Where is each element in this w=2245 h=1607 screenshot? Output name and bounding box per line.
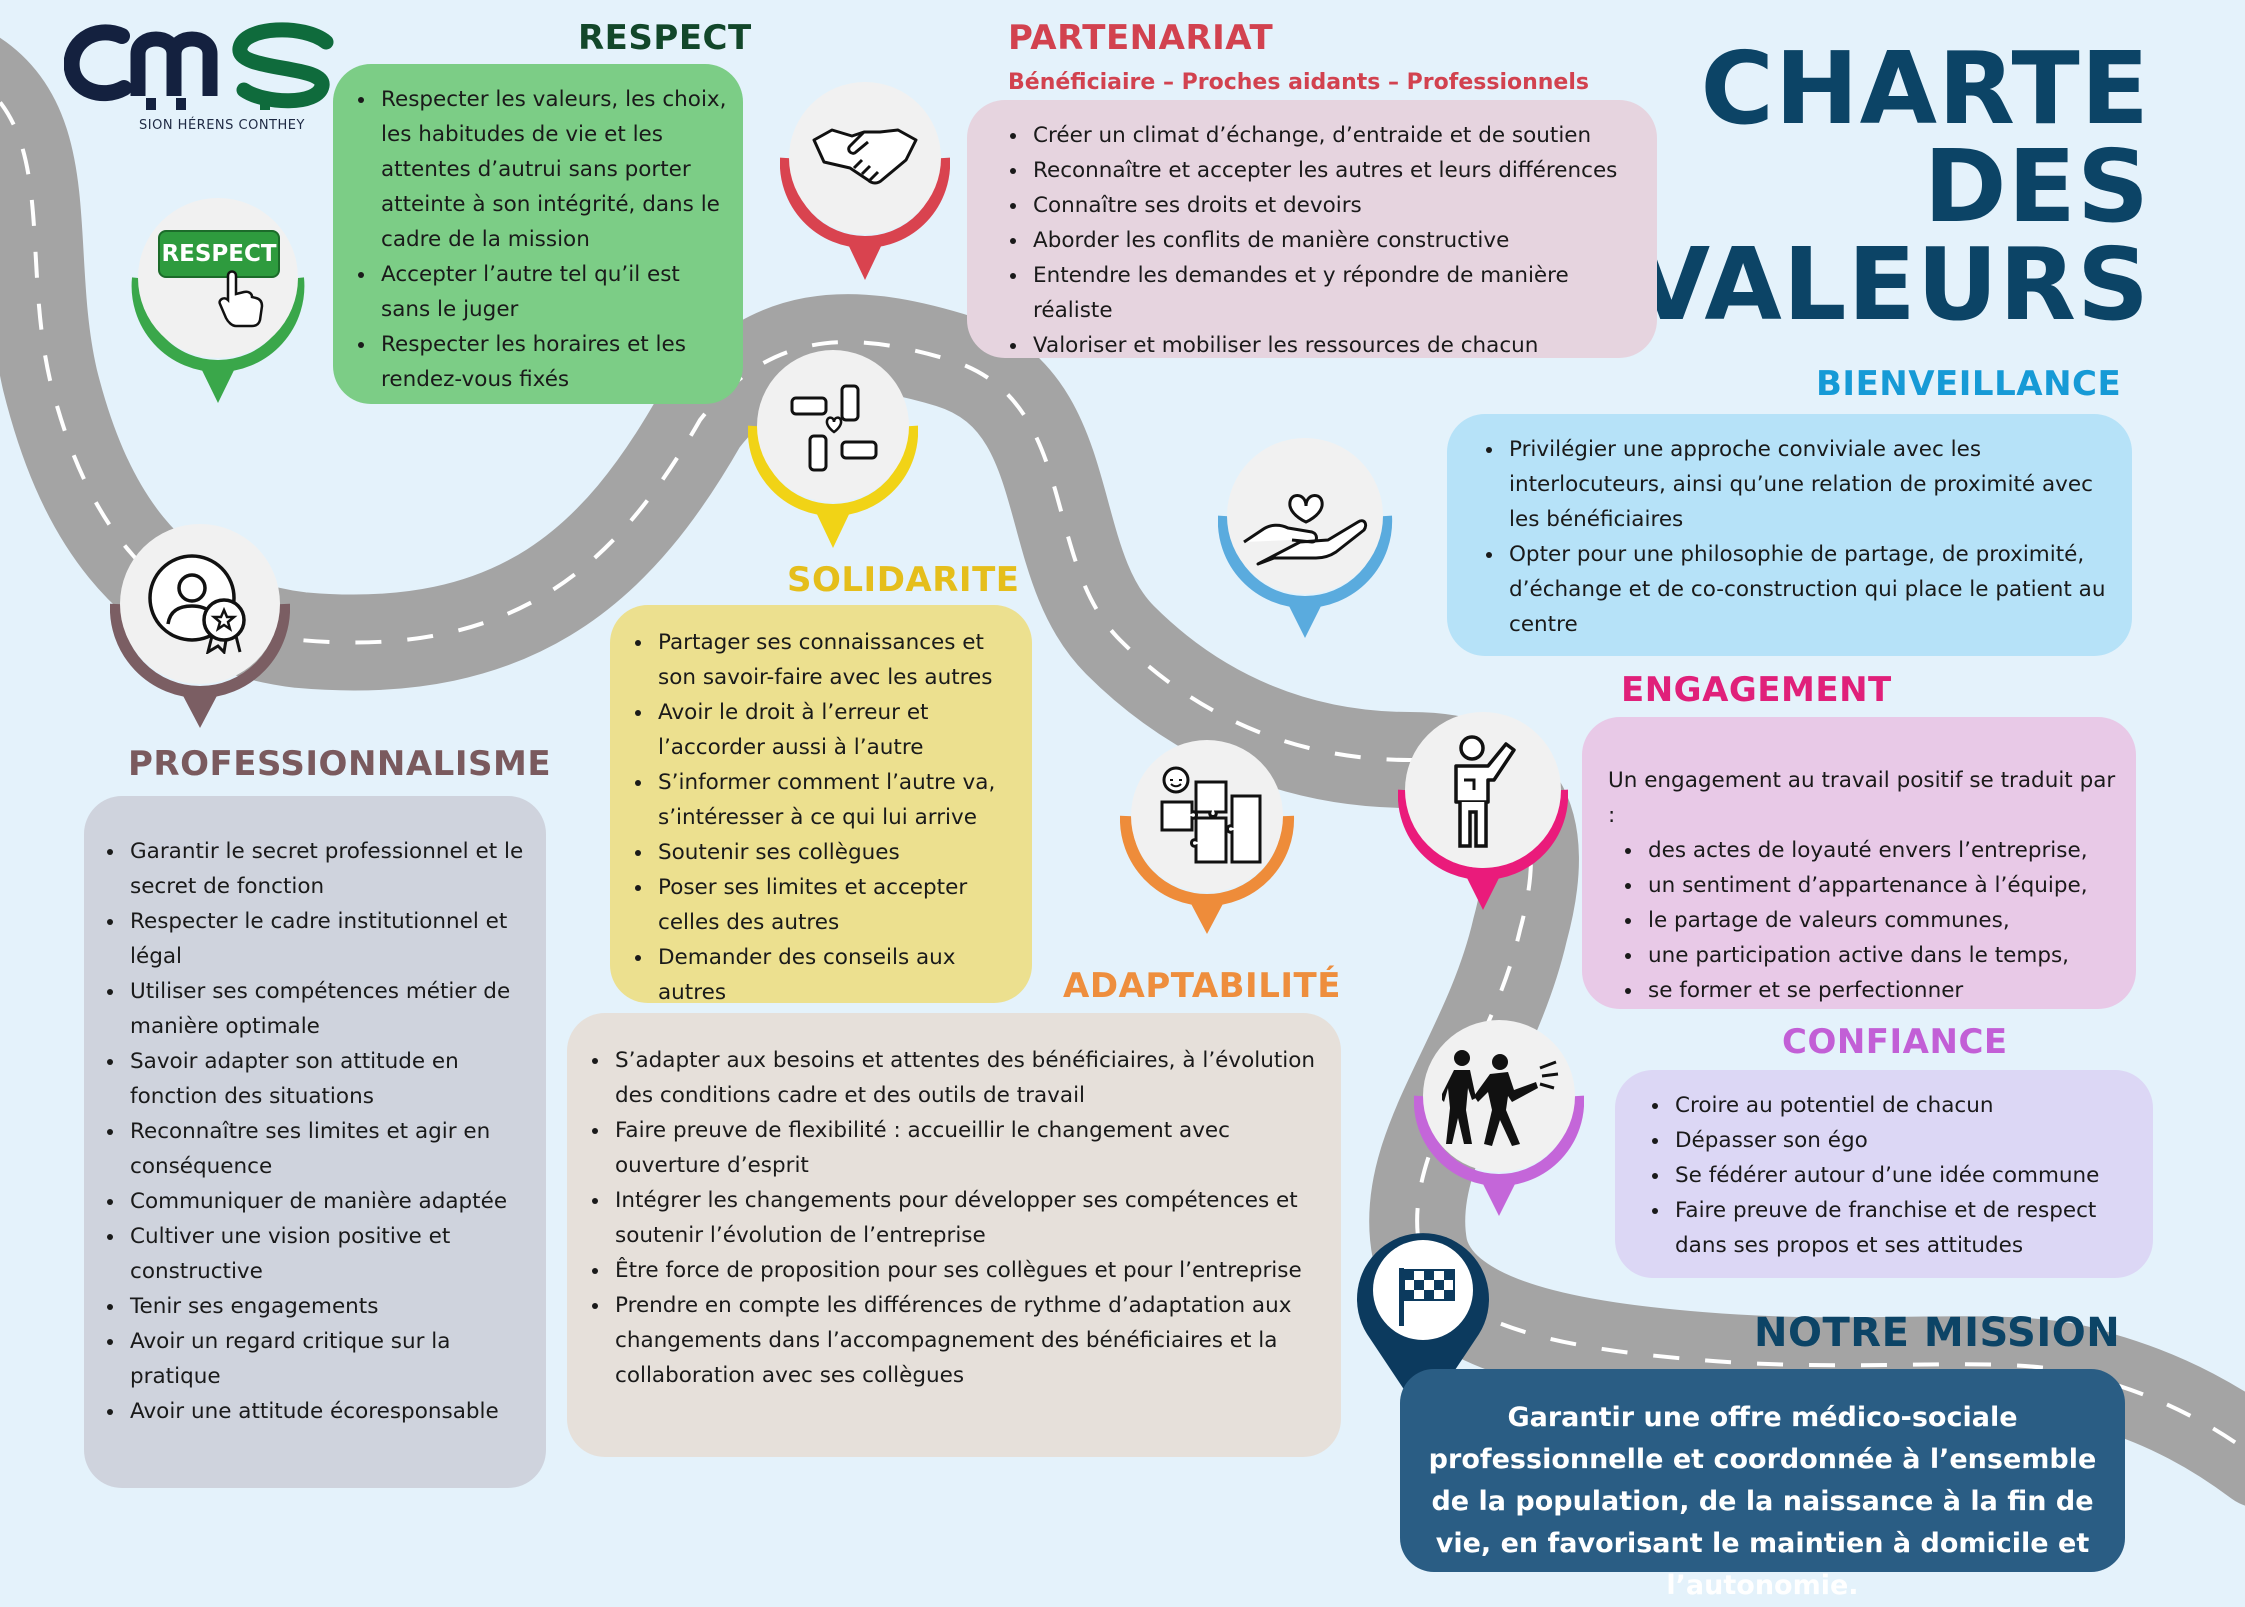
confiance-pin [1413, 1020, 1585, 1218]
solidarite-item: S’informer comment l’autre va, s’intéres… [654, 765, 1022, 835]
handshake-icon [812, 128, 918, 185]
professionnalisme-item: Avoir un regard critique sur la pratique [126, 1324, 532, 1394]
confiance-item: Croire au potentiel de chacun [1671, 1088, 2151, 1123]
professionnalisme-list: Garantir le secret professionnel et le s… [90, 834, 532, 1429]
partenariat-item: Connaître ses droits et devoirs [1029, 188, 1647, 223]
title-line-1: CHARTE [1700, 30, 2150, 147]
partenariat-item: Entendre les demandes et y répondre de m… [1029, 258, 1647, 328]
confiance-heading: CONFIANCE [1782, 1022, 2008, 1062]
bienveillance-item: Opter pour une philosophie de partage, d… [1505, 537, 2118, 642]
bienveillance-item: Privilégier une approche conviviale avec… [1505, 432, 2118, 537]
title-line-2: DES [1923, 128, 2150, 245]
professionnalisme-pin [109, 524, 291, 730]
professionnalisme-item: Cultiver une vision positive et construc… [126, 1219, 532, 1289]
partenariat-item: Créer un climat d’échange, d’entraide et… [1029, 118, 1647, 153]
confiance-item: Dépasser son égo [1671, 1123, 2151, 1158]
engagement-box: Un engagement au travail positif se trad… [1582, 717, 2136, 1009]
bienveillance-list: Privilégier une approche conviviale avec… [1469, 432, 2118, 642]
solidarite-item: Demander des conseils aux autres [654, 940, 1022, 1010]
trust-fall-icon [1442, 1050, 1559, 1146]
partenariat-pin [779, 82, 951, 282]
respect-item: Respecter les horaires et les rendez-vou… [377, 327, 727, 397]
respect-item: Accepter l’autre tel qu’il est sans le j… [377, 257, 727, 327]
heart-in-hand-icon [1243, 494, 1368, 566]
partenariat-subtitle: Bénéficiaire – Proches aidants – Profess… [1008, 70, 1589, 95]
logo-mark [63, 22, 334, 110]
engagement-item: un sentiment d’appartenance à l’équipe, [1644, 868, 2124, 903]
professionnalisme-item: Avoir une attitude écoresponsable [126, 1394, 532, 1429]
confiance-box: Croire au potentiel de chacun Dépasser s… [1615, 1070, 2153, 1278]
professionnalisme-item: Tenir ses engagements [126, 1289, 532, 1324]
adaptabilite-item: Faire preuve de flexibilité : accueillir… [611, 1113, 1329, 1183]
engagement-item: une participation active dans le temps, [1644, 938, 2124, 973]
bienveillance-heading: BIENVEILLANCE [1816, 364, 2122, 404]
committed-person-icon [1454, 735, 1516, 848]
mission-pin [1355, 1226, 1491, 1422]
professionnalisme-item: Savoir adapter son attitude en fonction … [126, 1044, 532, 1114]
professionnalisme-item: Reconnaître ses limites et agir en consé… [126, 1114, 532, 1184]
solidarite-pin [747, 350, 919, 550]
adaptabilite-list: S’adapter aux besoins et attentes des bé… [575, 1043, 1329, 1393]
solidarite-item: Soutenir ses collègues [654, 835, 1022, 870]
adaptabilite-heading: ADAPTABILITÉ [1063, 966, 1341, 1006]
engagement-heading: ENGAGEMENT [1621, 670, 1892, 710]
solidarite-item: Poser ses limites et accepter celles des… [654, 870, 1022, 940]
professionnalisme-box: Garantir le secret professionnel et le s… [84, 796, 546, 1488]
hand-cursor-icon [218, 270, 264, 328]
mission-text: Garantir une offre médico-sociale profes… [1428, 1402, 2097, 1601]
solidarite-list: Partager ses connaissances et son savoir… [618, 625, 1022, 1010]
adaptabilite-item: Être force de proposition pour ses collè… [611, 1253, 1329, 1288]
logo-subtitle: SION HÉRENS CONTHEY [139, 118, 305, 133]
respect-item: Respecter les valeurs, les choix, les ha… [377, 82, 727, 257]
engagement-list: des actes de loyauté envers l’entreprise… [1608, 833, 2124, 1008]
partenariat-box: Créer un climat d’échange, d’entraide et… [967, 100, 1657, 358]
respect-list: Respecter les valeurs, les choix, les ha… [341, 82, 727, 397]
respect-pin: RESPECT [128, 198, 308, 408]
partenariat-list: Créer un climat d’échange, d’entraide et… [993, 118, 1647, 363]
solidarite-item: Partager ses connaissances et son savoir… [654, 625, 1022, 695]
confiance-item: Faire preuve de franchise et de respect … [1671, 1193, 2151, 1263]
engagement-pin [1397, 712, 1569, 912]
engagement-intro: Un engagement au travail positif se trad… [1608, 768, 2116, 828]
joined-hands-icon [790, 384, 878, 472]
mission-heading: NOTRE MISSION [1754, 1310, 2121, 1356]
engagement-item: se former et se perfectionner [1644, 973, 2124, 1008]
puzzle-icon [1160, 766, 1262, 864]
page-title: CHARTE DES VALEURS [1630, 30, 2150, 343]
professionnalisme-item: Garantir le secret professionnel et le s… [126, 834, 532, 904]
respect-button-icon: RESPECT [158, 230, 280, 278]
user-award-icon [148, 554, 246, 654]
solidarite-heading: SOLIDARITE [787, 560, 1020, 600]
professionnalisme-item: Communiquer de manière adaptée [126, 1184, 532, 1219]
adaptabilite-box: S’adapter aux besoins et attentes des bé… [567, 1013, 1341, 1457]
engagement-item: le partage de valeurs communes, [1644, 903, 2124, 938]
adaptabilite-item: Prendre en compte les différences de ryt… [611, 1288, 1329, 1393]
respect-heading: RESPECT [578, 18, 752, 58]
partenariat-heading: PARTENARIAT [1008, 18, 1274, 58]
respect-box: Respecter les valeurs, les choix, les ha… [333, 64, 743, 404]
solidarite-box: Partager ses connaissances et son savoir… [610, 605, 1032, 1005]
checkered-flag-icon [1399, 1268, 1455, 1326]
partenariat-item: Aborder les conflits de manière construc… [1029, 223, 1647, 258]
professionnalisme-item: Utiliser ses compétences métier de maniè… [126, 974, 532, 1044]
adaptabilite-item: Intégrer les changements pour développer… [611, 1183, 1329, 1253]
confiance-list: Croire au potentiel de chacun Dépasser s… [1635, 1088, 2151, 1263]
professionnalisme-heading: PROFESSIONNALISME [128, 744, 552, 784]
title-line-3: VALEURS [1632, 226, 2150, 343]
bienveillance-pin [1217, 438, 1393, 638]
adaptabilite-pin [1119, 740, 1295, 934]
confiance-item: Se fédérer autour d’une idée commune [1671, 1158, 2151, 1193]
partenariat-item: Valoriser et mobiliser les ressources de… [1029, 328, 1647, 363]
cms-logo: SION HÉRENS CONTHEY [63, 14, 344, 134]
bienveillance-box: Privilégier une approche conviviale avec… [1447, 414, 2132, 656]
professionnalisme-item: Respecter le cadre institutionnel et lég… [126, 904, 532, 974]
adaptabilite-item: S’adapter aux besoins et attentes des bé… [611, 1043, 1329, 1113]
solidarite-item: Avoir le droit à l’erreur et l’accorder … [654, 695, 1022, 765]
mission-box: Garantir une offre médico-sociale profes… [1400, 1369, 2125, 1601]
engagement-item: des actes de loyauté envers l’entreprise… [1644, 833, 2124, 868]
partenariat-item: Reconnaître et accepter les autres et le… [1029, 153, 1647, 188]
